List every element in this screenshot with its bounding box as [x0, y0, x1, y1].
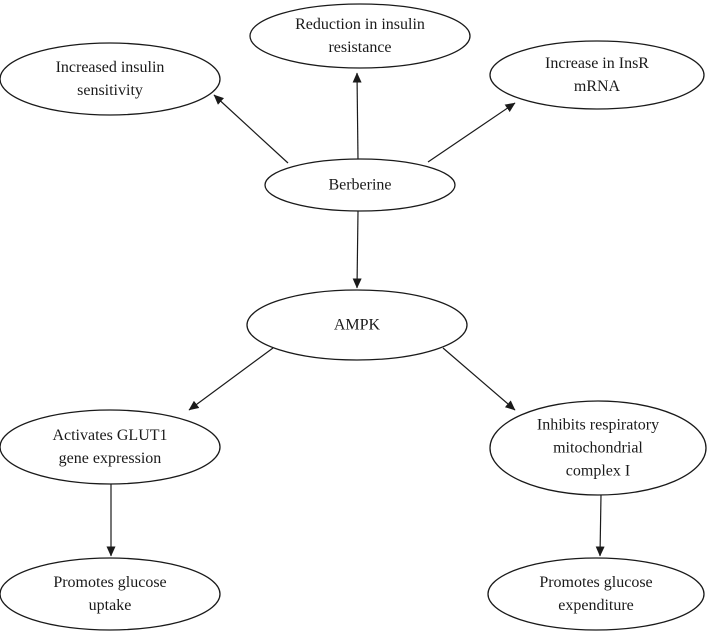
node-ellipse: [489, 40, 705, 110]
node-ampk: AMPK: [246, 289, 468, 361]
edge-ampk-to-inhibits-complex-i: [442, 347, 516, 411]
node-ellipse: [249, 3, 471, 69]
node-ellipse: [489, 400, 707, 496]
node-ellipse: [0, 409, 221, 485]
edge-inhibits-to-promotes-glucose-expenditure: [595, 494, 605, 557]
edge-berberine-to-reduction-insulin-resistance: [352, 72, 362, 161]
edge-berberine-to-ampk: [352, 210, 362, 289]
node-label: Berberine: [328, 177, 391, 194]
edge-berberine-to-increase-in-insr-mrna: [427, 102, 516, 163]
node-ellipse: [0, 42, 221, 116]
node-ellipse: [246, 289, 468, 361]
edge-ampk-to-activates-glut1: [188, 347, 274, 411]
node-ellipse: [0, 557, 221, 631]
edge-layer: [106, 72, 605, 557]
node-berberine: Berberine: [264, 158, 456, 212]
edge-berberine-to-increased-insulin-sensitivity: [213, 94, 289, 164]
node-label: AMPK: [334, 317, 381, 334]
node-ellipse: [264, 158, 456, 212]
node-ellipse: [487, 557, 705, 631]
